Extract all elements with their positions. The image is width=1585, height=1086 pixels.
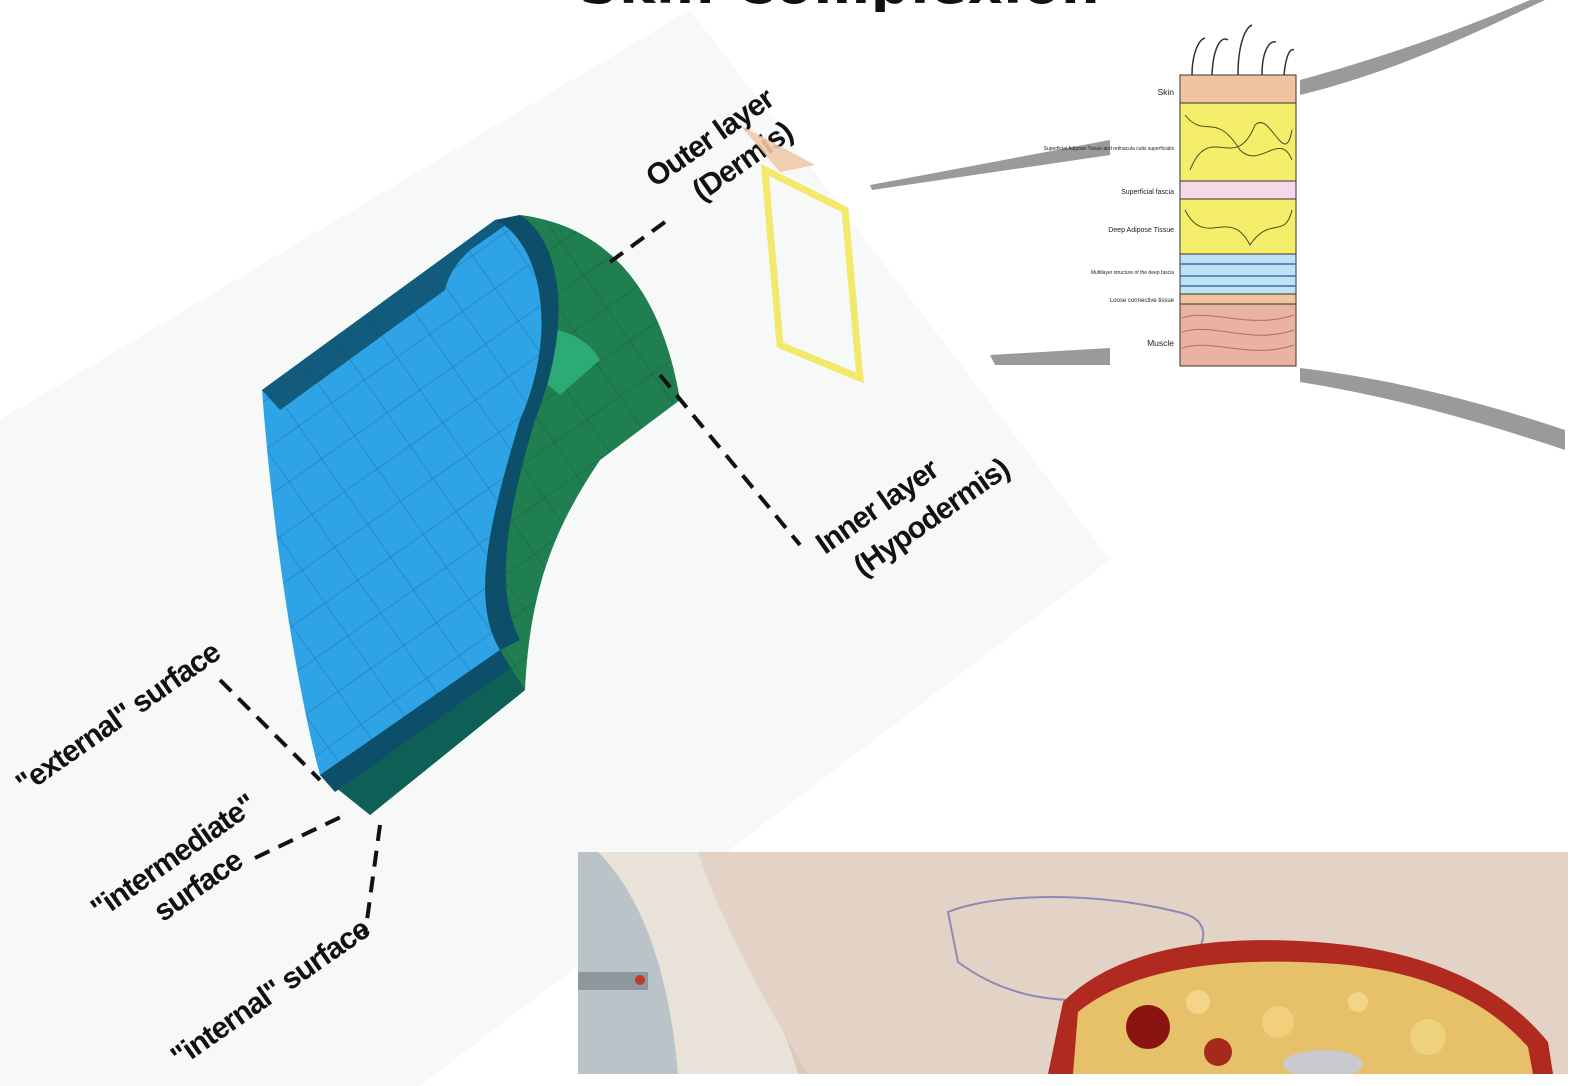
zoom-arrow-bottom (990, 348, 1110, 365)
skin-cross-section: Skin Superficial Adipose Tissue and reti… (1044, 12, 1300, 370)
layer-label-muscle: Muscle (1147, 338, 1174, 348)
layer-label-deep-adipose: Deep Adipose Tissue (1108, 227, 1174, 234)
layer-label-superficial-fascia: Superficial fascia (1121, 189, 1174, 196)
layer-label-loose-connective: Loose connective tissue (1110, 298, 1175, 304)
layer-label-superficial-adipose: Superficial Adipose Tissue and retinacul… (1044, 146, 1175, 152)
layer-label-deep-fascia: Multilayer structure of the deep fascia (1091, 270, 1174, 276)
zoom-arrow-lower-right (1300, 368, 1565, 450)
surgical-photo (578, 852, 1568, 1074)
layer-label-skin: Skin (1157, 87, 1174, 97)
zoom-arrow-upper-right (1300, 0, 1545, 95)
